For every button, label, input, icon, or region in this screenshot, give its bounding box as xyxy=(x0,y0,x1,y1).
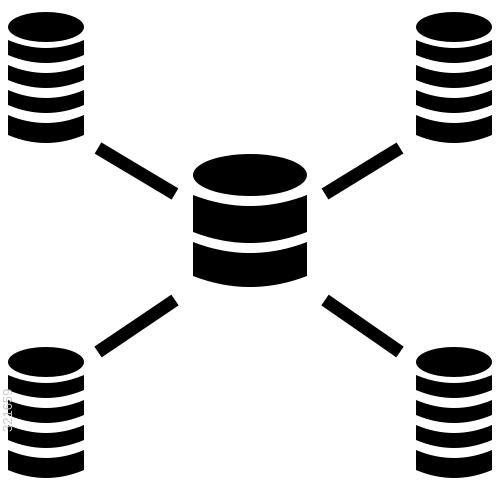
connector-bottom-left xyxy=(94,294,179,358)
database-icon-bottom-right xyxy=(416,347,492,478)
database-icon-hub xyxy=(193,154,307,287)
watermark-side-text: 321659 xyxy=(0,389,15,432)
connectors xyxy=(94,142,404,358)
database-icon-bottom-left xyxy=(8,347,84,478)
connector-top-left xyxy=(94,142,179,200)
database-icon-top-left xyxy=(8,12,84,143)
connector-bottom-right xyxy=(321,294,404,358)
database-icon-top-right xyxy=(416,12,492,143)
connector-top-right xyxy=(321,142,404,200)
